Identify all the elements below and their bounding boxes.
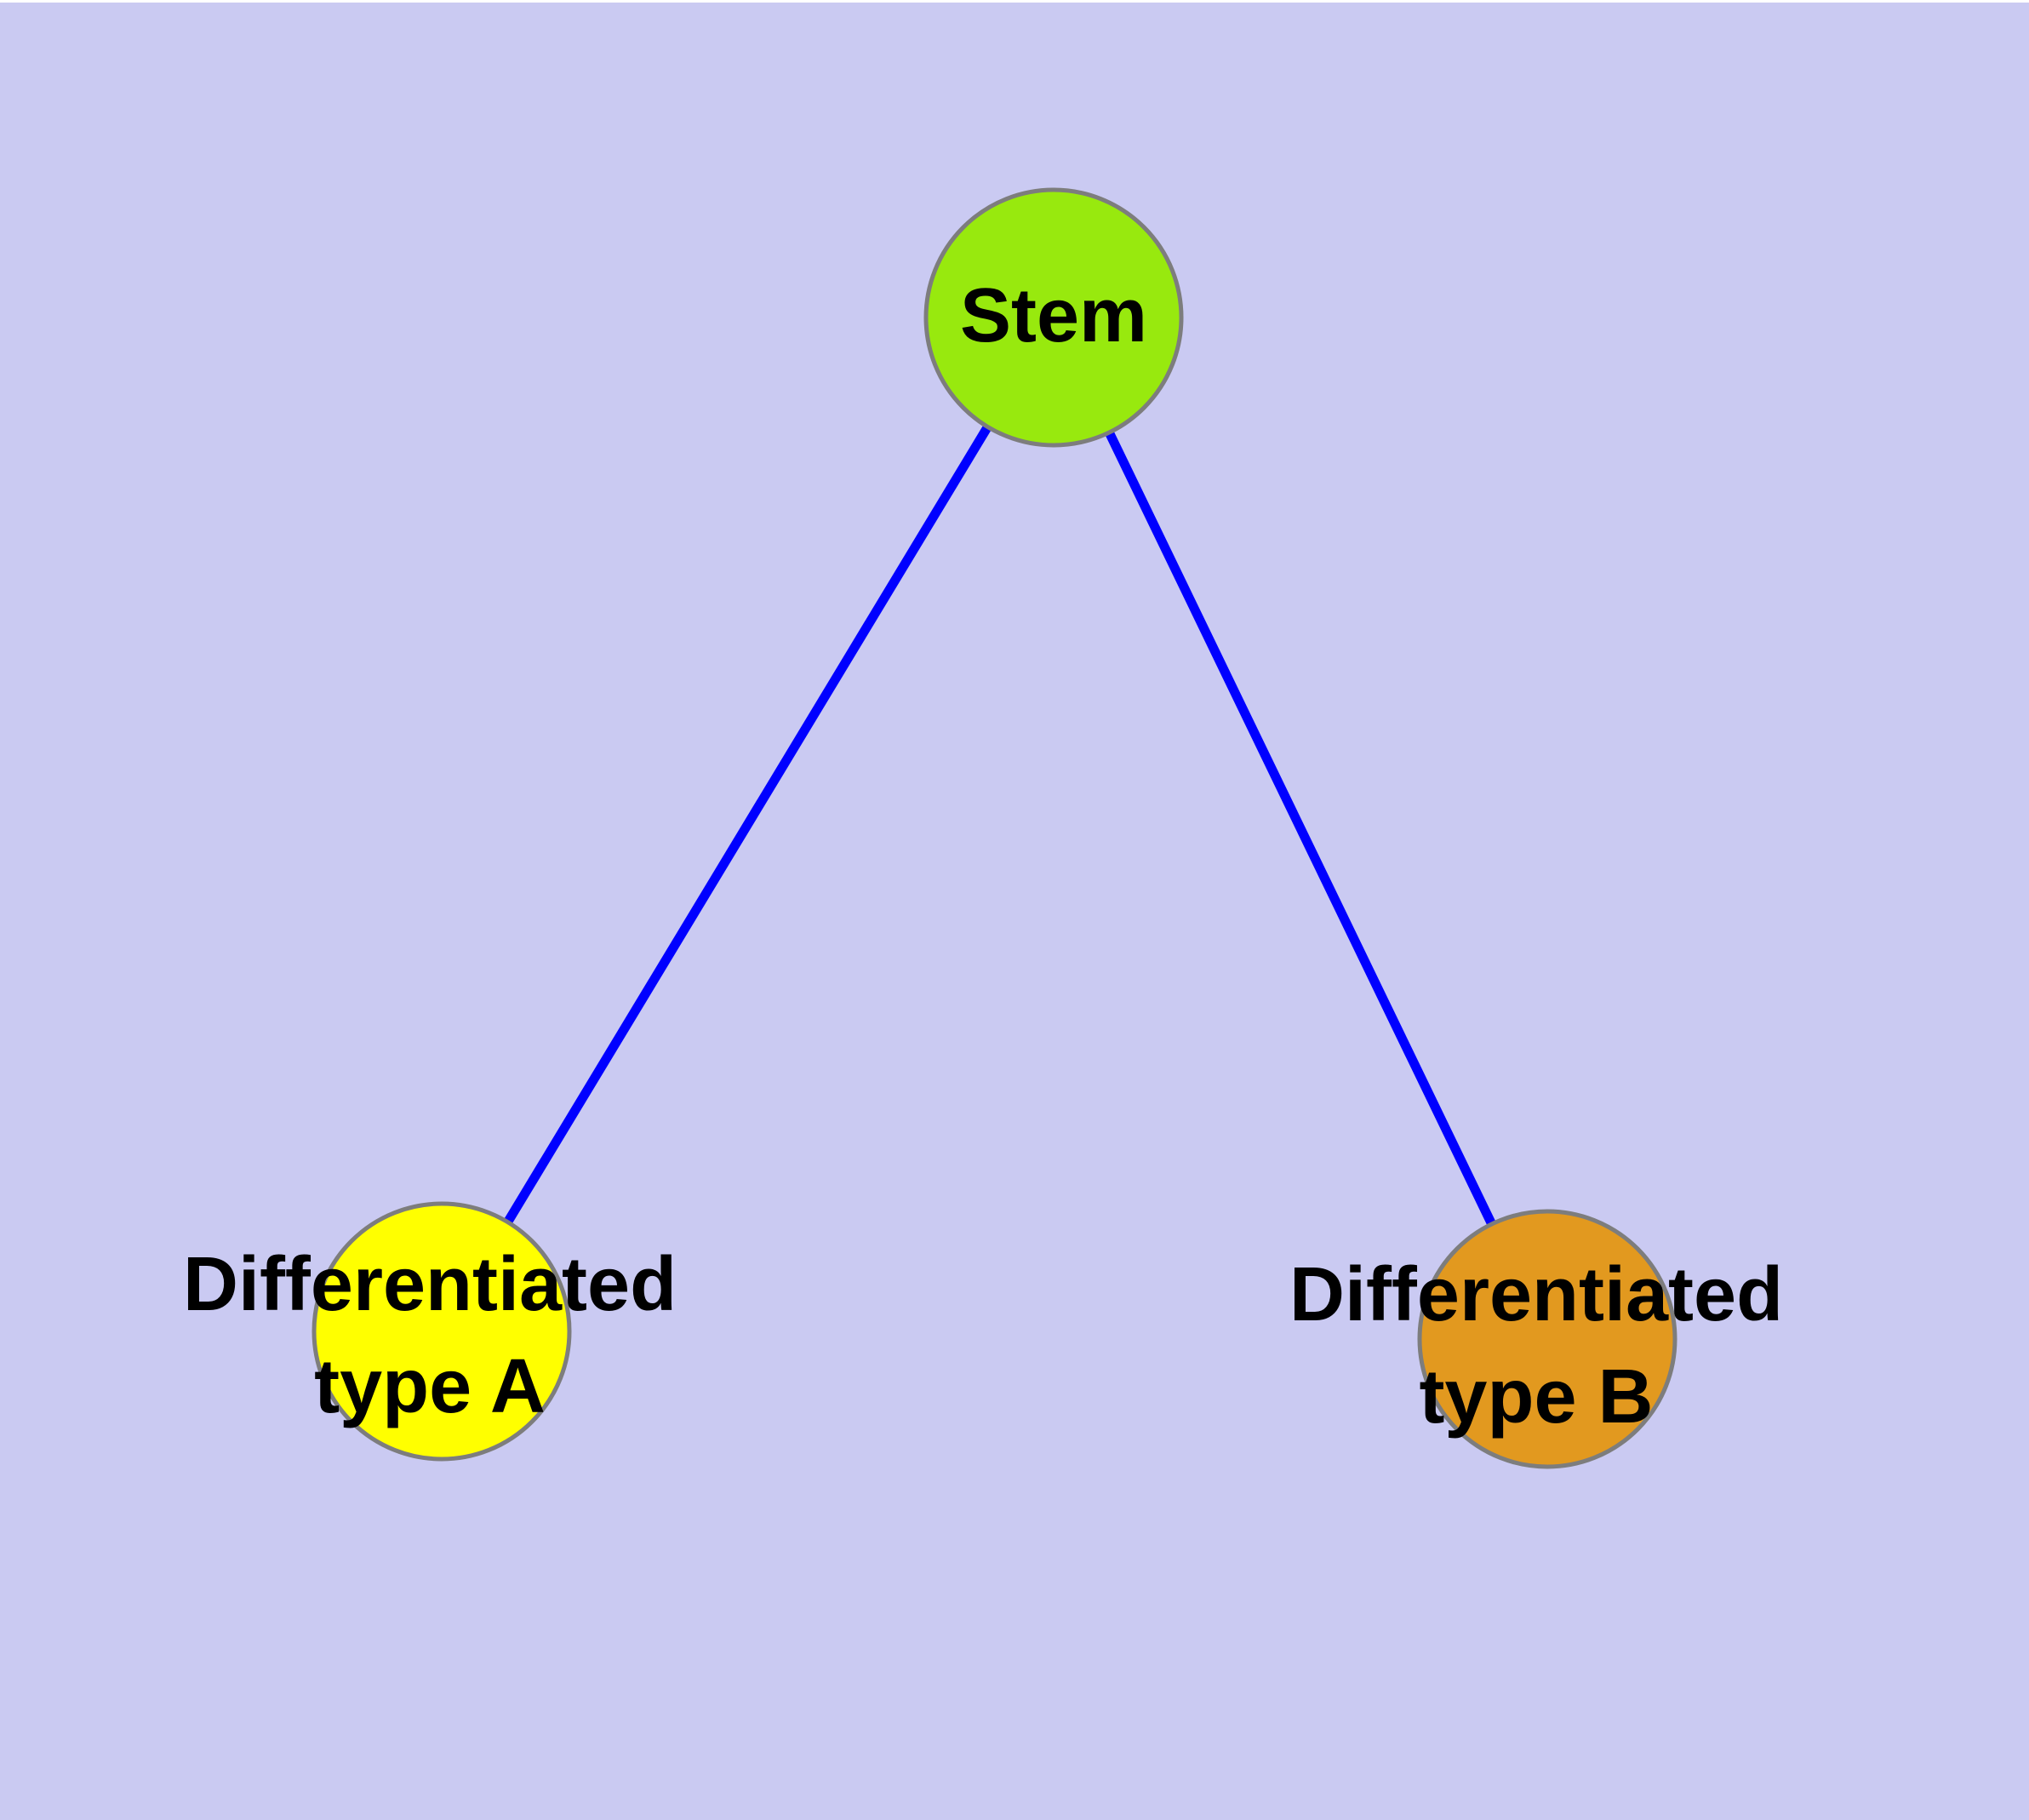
node-differentiated-type-b-label-line2: type B (1419, 1354, 1654, 1439)
node-differentiated-type-b-label: Differentiated type B (1289, 1244, 1783, 1448)
window-top-strip (0, 0, 2029, 3)
node-differentiated-type-a-label: Differentiated type A (183, 1233, 677, 1438)
node-stem-label: Stem (960, 265, 1147, 367)
node-differentiated-type-a-label-line2: type A (314, 1344, 546, 1429)
edge-stem-to-type-a (437, 315, 1058, 1334)
node-differentiated-type-b[interactable] (1417, 1209, 1677, 1469)
node-differentiated-type-a-label-line1: Differentiated (182, 1242, 677, 1327)
node-stem-label-line1: Stem (959, 273, 1148, 358)
node-differentiated-type-b-label-line1: Differentiated (1289, 1252, 1784, 1337)
edge-stem-to-type-b (1049, 315, 1552, 1342)
node-stem[interactable] (923, 187, 1184, 448)
node-differentiated-type-a[interactable] (311, 1201, 572, 1462)
